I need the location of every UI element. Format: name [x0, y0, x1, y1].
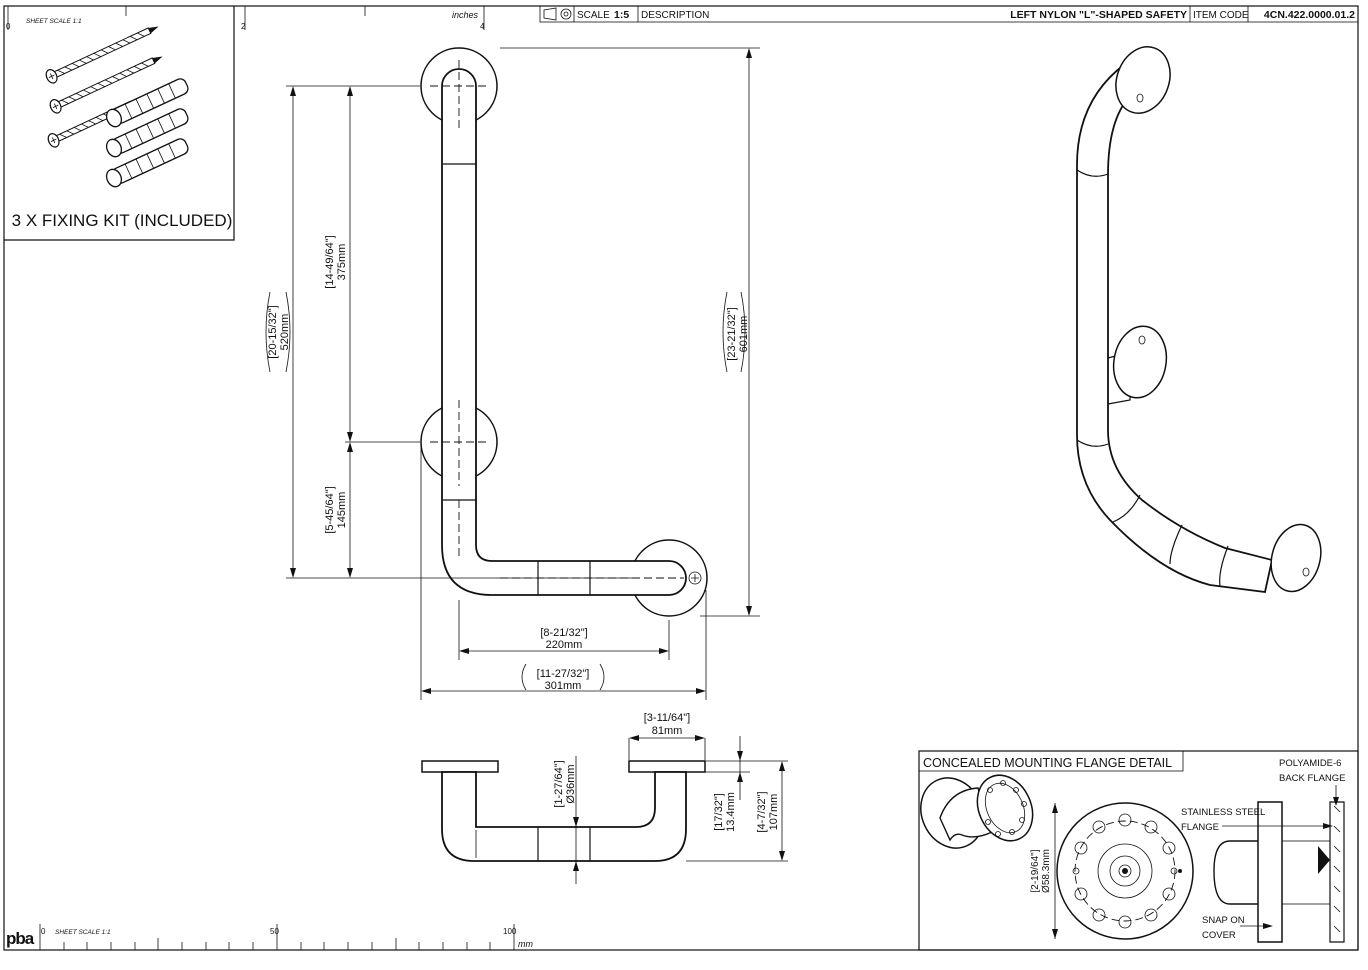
grab-bar-tube — [441, 68, 687, 596]
screw-icon — [45, 26, 159, 84]
iso-top-flange — [1115, 46, 1171, 114]
dim-81-inch: [3-11/64"] — [644, 712, 691, 724]
plan-view: [3-11/64"] 81mm [1-27/64"] Ø36mm [17/32"… — [421, 712, 788, 884]
wall-plug-icon — [105, 108, 189, 158]
dim-107-inch: [4-7/32"] — [756, 791, 768, 832]
polyamide-label-line1: POLYAMIDE-6 — [1279, 758, 1341, 769]
polyamide-label-line2: BACK FLANGE — [1279, 773, 1346, 784]
dim-220-inch: [8-21/32"] — [540, 627, 587, 639]
top-inch-ruler: 0 2 4 SHEET SCALE 1:1 inches — [4, 5, 488, 31]
scale-label: SCALE — [577, 10, 610, 21]
dim-601-inch: [23-21/32"] — [726, 307, 738, 360]
mm-tick-0: 0 — [41, 927, 46, 936]
pba-logo: pba — [6, 929, 35, 948]
steel-label-line2: FLANGE — [1181, 822, 1219, 833]
bottom-mm-ruler: 0 50 100 SHEET SCALE 1:1 mm pba — [6, 924, 533, 951]
description-value: LEFT NYLON "L"-SHAPED SAFETY — [1010, 9, 1187, 21]
item-code-label: ITEM CODE — [1193, 10, 1249, 21]
plan-right-flange — [628, 760, 706, 773]
dim-81-mm: 81mm — [652, 725, 683, 737]
dim-301-inch: [11-27/32"] — [537, 668, 590, 680]
title-block: SCALE 1:5 DESCRIPTION LEFT NYLON "L"-SHA… — [539, 5, 1359, 23]
description-label: DESCRIPTION — [641, 10, 709, 21]
dim-145-mm: 145mm — [336, 492, 348, 529]
snap-label-line2: COVER — [1202, 930, 1236, 941]
dim-601-mm: 601mm — [738, 316, 750, 353]
dim-375-inch: [14-49/64"] — [324, 235, 336, 288]
dim-220-mm: 220mm — [546, 639, 583, 651]
dim-36-mm: Ø36mm — [565, 764, 577, 803]
fixing-kit-label: 3 X FIXING KIT (INCLUDED) — [12, 211, 233, 230]
detail-flange-section — [1213, 801, 1345, 943]
iso-middle-flange — [1112, 325, 1168, 399]
mm-tick-100: 100 — [503, 927, 517, 936]
flange-detail-panel: CONCEALED MOUNTING FLANGE DETAIL — [918, 750, 1359, 951]
bottom-ruler-unit: mm — [518, 939, 533, 949]
iso-grab-bar-tube — [1076, 62, 1274, 593]
dim-145-inch: [5-45/64"] — [324, 486, 336, 533]
mm-tick-50: 50 — [270, 927, 279, 936]
inch-tick-4: 4 — [480, 22, 485, 31]
dim-13-inch: [17/32"] — [713, 793, 725, 831]
snap-label-line1: SNAP ON — [1202, 915, 1245, 926]
dim-58-mm: Ø58.3mm — [1041, 849, 1052, 893]
dim-107-mm: 107mm — [768, 794, 780, 831]
top-sheet-scale: SHEET SCALE 1:1 — [26, 18, 82, 25]
inch-tick-0: 0 — [6, 22, 11, 31]
isometric-view — [1076, 46, 1322, 593]
front-view: [20-15/32"] 520mm [14-49/64"] 375mm [5-4… — [265, 47, 760, 700]
dim-13-mm: 13.4mm — [725, 792, 737, 832]
wall-plug-icon — [105, 78, 189, 128]
detail-flange-face — [1056, 802, 1194, 940]
iso-screw-icon — [1138, 335, 1146, 345]
bottom-sheet-scale: SHEET SCALE 1:1 — [55, 929, 111, 936]
screw-icon — [49, 56, 163, 114]
detail-iso-flange — [920, 774, 1034, 849]
inch-tick-2: 2 — [241, 22, 246, 31]
screw-hole-icon — [688, 571, 702, 585]
dim-58-inch: [2-19/64"] — [1030, 849, 1041, 892]
dim-520-mm: 520mm — [279, 314, 291, 351]
plan-left-flange — [421, 760, 499, 773]
iso-screw-icon — [1136, 93, 1144, 103]
dim-520-inch: [20-15/32"] — [267, 305, 279, 358]
wall-plug-icon — [105, 138, 189, 188]
fixing-kit-panel: 3 X FIXING KIT (INCLUDED) — [4, 6, 235, 241]
item-code-value: 4CN.422.0000.01.2 — [1264, 9, 1355, 21]
projection-symbol-icon — [543, 7, 572, 21]
dim-36-inch: [1-27/64"] — [553, 760, 565, 807]
scale-value: 1:5 — [614, 9, 629, 21]
plan-tube — [441, 771, 687, 862]
top-ruler-unit: inches — [452, 10, 479, 20]
dim-375-mm: 375mm — [336, 244, 348, 281]
iso-bottom-flange — [1270, 523, 1322, 593]
dim-301-mm: 301mm — [545, 680, 582, 692]
iso-screw-icon — [1302, 567, 1310, 577]
steel-label-line1: STAINLESS STEEL — [1181, 807, 1265, 818]
detail-title: CONCEALED MOUNTING FLANGE DETAIL — [923, 756, 1172, 770]
